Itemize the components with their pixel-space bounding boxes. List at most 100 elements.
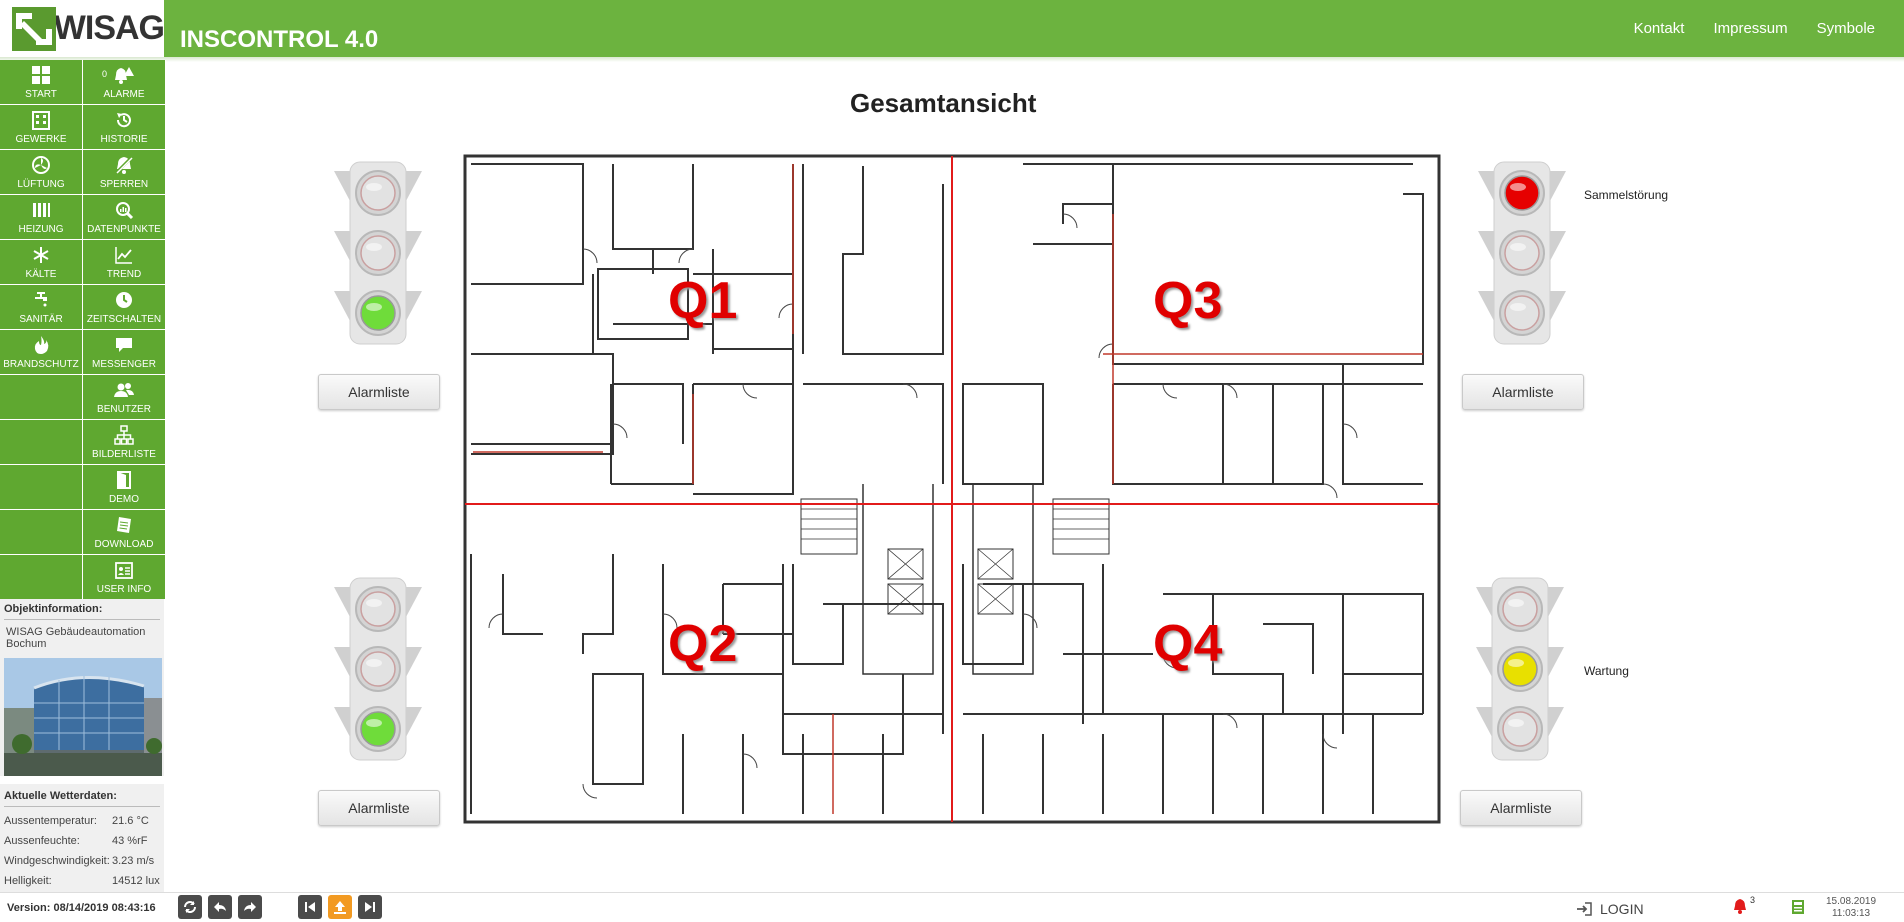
logo-mark-icon [12, 6, 56, 51]
traffic-light-label-q3: Sammelstörung [1584, 188, 1669, 202]
nav-impressum-link[interactable]: Impressum [1713, 20, 1788, 37]
alarmliste-button-q1[interactable]: Alarmliste [318, 374, 440, 410]
alarm-bell-button[interactable] [1733, 898, 1747, 919]
weather-value: 14512 lux [112, 875, 160, 887]
bell-off-icon [113, 154, 135, 176]
connection-status-icon [1791, 899, 1805, 920]
magnify-chart-icon [113, 199, 135, 221]
yellow-lamp-icon [355, 646, 401, 692]
sidebar-item-sanitär[interactable]: SANITÄR [0, 285, 82, 329]
building-icon [30, 109, 52, 131]
sidebar-item-label: DOWNLOAD [94, 539, 154, 550]
sidebar-item-sperren[interactable]: SPERREN [83, 150, 165, 194]
sidebar-item-brandschutz[interactable]: BRANDSCHUTZ [0, 330, 82, 374]
sidebar-item-trend[interactable]: TREND [83, 240, 165, 284]
sidebar-item-start[interactable]: START [0, 60, 82, 104]
green-lamp-icon [1497, 706, 1543, 752]
app-title: INSCONTROL 4.0 [180, 26, 379, 53]
first-icon [305, 902, 315, 912]
building-photo [4, 658, 162, 776]
footer-datetime: 15.08.2019 11:03:13 [1826, 896, 1876, 920]
refresh-button[interactable] [178, 895, 202, 919]
sidebar-item-label: ZEITSCHALTEN [86, 314, 162, 325]
forward-icon [244, 902, 256, 912]
sidebar-item-label: DEMO [109, 494, 139, 505]
floor-plan[interactable] [463, 154, 1441, 824]
sidebar-item-label: SPERREN [99, 179, 149, 190]
alarmliste-button-q3[interactable]: Alarmliste [1462, 374, 1584, 410]
quadrant-label-q1[interactable]: Q1 [668, 272, 738, 330]
sidebar-item-messenger[interactable]: MESSENGER [83, 330, 165, 374]
sidebar-item-datenpunkte[interactable]: DATENPUNKTE [83, 195, 165, 239]
sidebar-item-kälte[interactable]: KÄLTE [0, 240, 82, 284]
alarm-bell-icon [113, 64, 135, 86]
weather-value: 43 %rF [112, 835, 148, 847]
traffic-light-q3 [1470, 158, 1574, 348]
quadrant-label-q4[interactable]: Q4 [1153, 615, 1223, 673]
alarm-count-badge: 3 [1750, 895, 1756, 905]
fan-icon [30, 154, 52, 176]
sidebar-item-empty [0, 555, 82, 599]
refresh-icon [184, 901, 196, 913]
last-page-button[interactable] [358, 895, 382, 919]
sidebar-item-download[interactable]: DOWNLOAD [83, 510, 165, 554]
radiator-icon [30, 199, 52, 221]
weather-label: Helligkeit: [4, 875, 52, 887]
sitemap-icon [113, 424, 135, 446]
sidebar-item-demo[interactable]: DEMO [83, 465, 165, 509]
sidebar-item-gewerke[interactable]: GEWERKE [0, 105, 82, 149]
alarmliste-button-q4[interactable]: Alarmliste [1460, 790, 1582, 826]
trend-chart-icon [113, 244, 135, 266]
green-lamp-icon [1499, 290, 1545, 336]
back-button[interactable] [208, 895, 232, 919]
forward-button[interactable] [238, 895, 262, 919]
sidebar-item-label: GEWERKE [15, 134, 67, 145]
footer-time: 11:03:13 [1831, 908, 1871, 919]
sidebar-item-benutzer[interactable]: BENUTZER [83, 375, 165, 419]
sidebar-item-label: HISTORIE [100, 134, 148, 145]
weather-value: 3.23 m/s [112, 855, 155, 867]
weather-label: Aussenfeuchte: [4, 835, 80, 847]
sidebar-item-label: KÄLTE [25, 269, 57, 280]
sidebar-item-historie[interactable]: HISTORIE [83, 105, 165, 149]
faucet-icon [30, 289, 52, 311]
last-icon [365, 902, 375, 912]
alarmliste-button-q2[interactable]: Alarmliste [318, 790, 440, 826]
sidebar-item-bilderliste[interactable]: BILDERLISTE [83, 420, 165, 464]
sidebar-item-zeitschalten[interactable]: ZEITSCHALTEN [83, 285, 165, 329]
object-info-panel: Objektinformation: WISAG Gebäudeautomati… [0, 599, 164, 776]
quadrant-label-q2[interactable]: Q2 [668, 615, 738, 673]
wisag-logo[interactable]: WISAG [0, 0, 166, 57]
sidebar-item-lüftung[interactable]: LÜFTUNG [0, 150, 82, 194]
nav-kontakt-link[interactable]: Kontakt [1633, 20, 1685, 37]
traffic-light-q2 [326, 574, 430, 764]
page-title: Gesamtansicht [850, 88, 1037, 118]
door-icon [113, 469, 135, 491]
sidebar-item-label: BENUTZER [97, 404, 151, 415]
first-page-button[interactable] [298, 895, 322, 919]
weather-row: Aussentemperatur:21.6 °C [4, 811, 160, 831]
up-icon [334, 901, 346, 914]
sidebar-item-empty [0, 420, 82, 464]
snowflake-icon [30, 244, 52, 266]
header-divider [0, 57, 1904, 62]
sidebar-item-label: BILDERLISTE [92, 449, 156, 460]
weather-title: Aktuelle Wetterdaten: [4, 790, 160, 807]
red-lamp-icon [1499, 170, 1545, 216]
nav-symbole-link[interactable]: Symbole [1816, 20, 1875, 37]
red-lamp-icon [355, 586, 401, 632]
quadrant-label-q3[interactable]: Q3 [1153, 272, 1223, 330]
login-button[interactable]: LOGIN [1576, 901, 1644, 917]
grid-icon [30, 64, 52, 86]
sidebar-item-label: TREND [106, 269, 142, 280]
alarm-count-badge: 0 [102, 69, 108, 79]
weather-panel: Aktuelle Wetterdaten: Aussentemperatur:2… [0, 784, 164, 893]
bell-icon [1734, 899, 1746, 914]
up-level-button[interactable] [328, 895, 352, 919]
sidebar-item-heizung[interactable]: HEIZUNG [0, 195, 82, 239]
sidebar-item-user-info[interactable]: USER INFO [83, 555, 165, 599]
sidebar-item-empty [0, 465, 82, 509]
chat-icon [113, 334, 135, 356]
